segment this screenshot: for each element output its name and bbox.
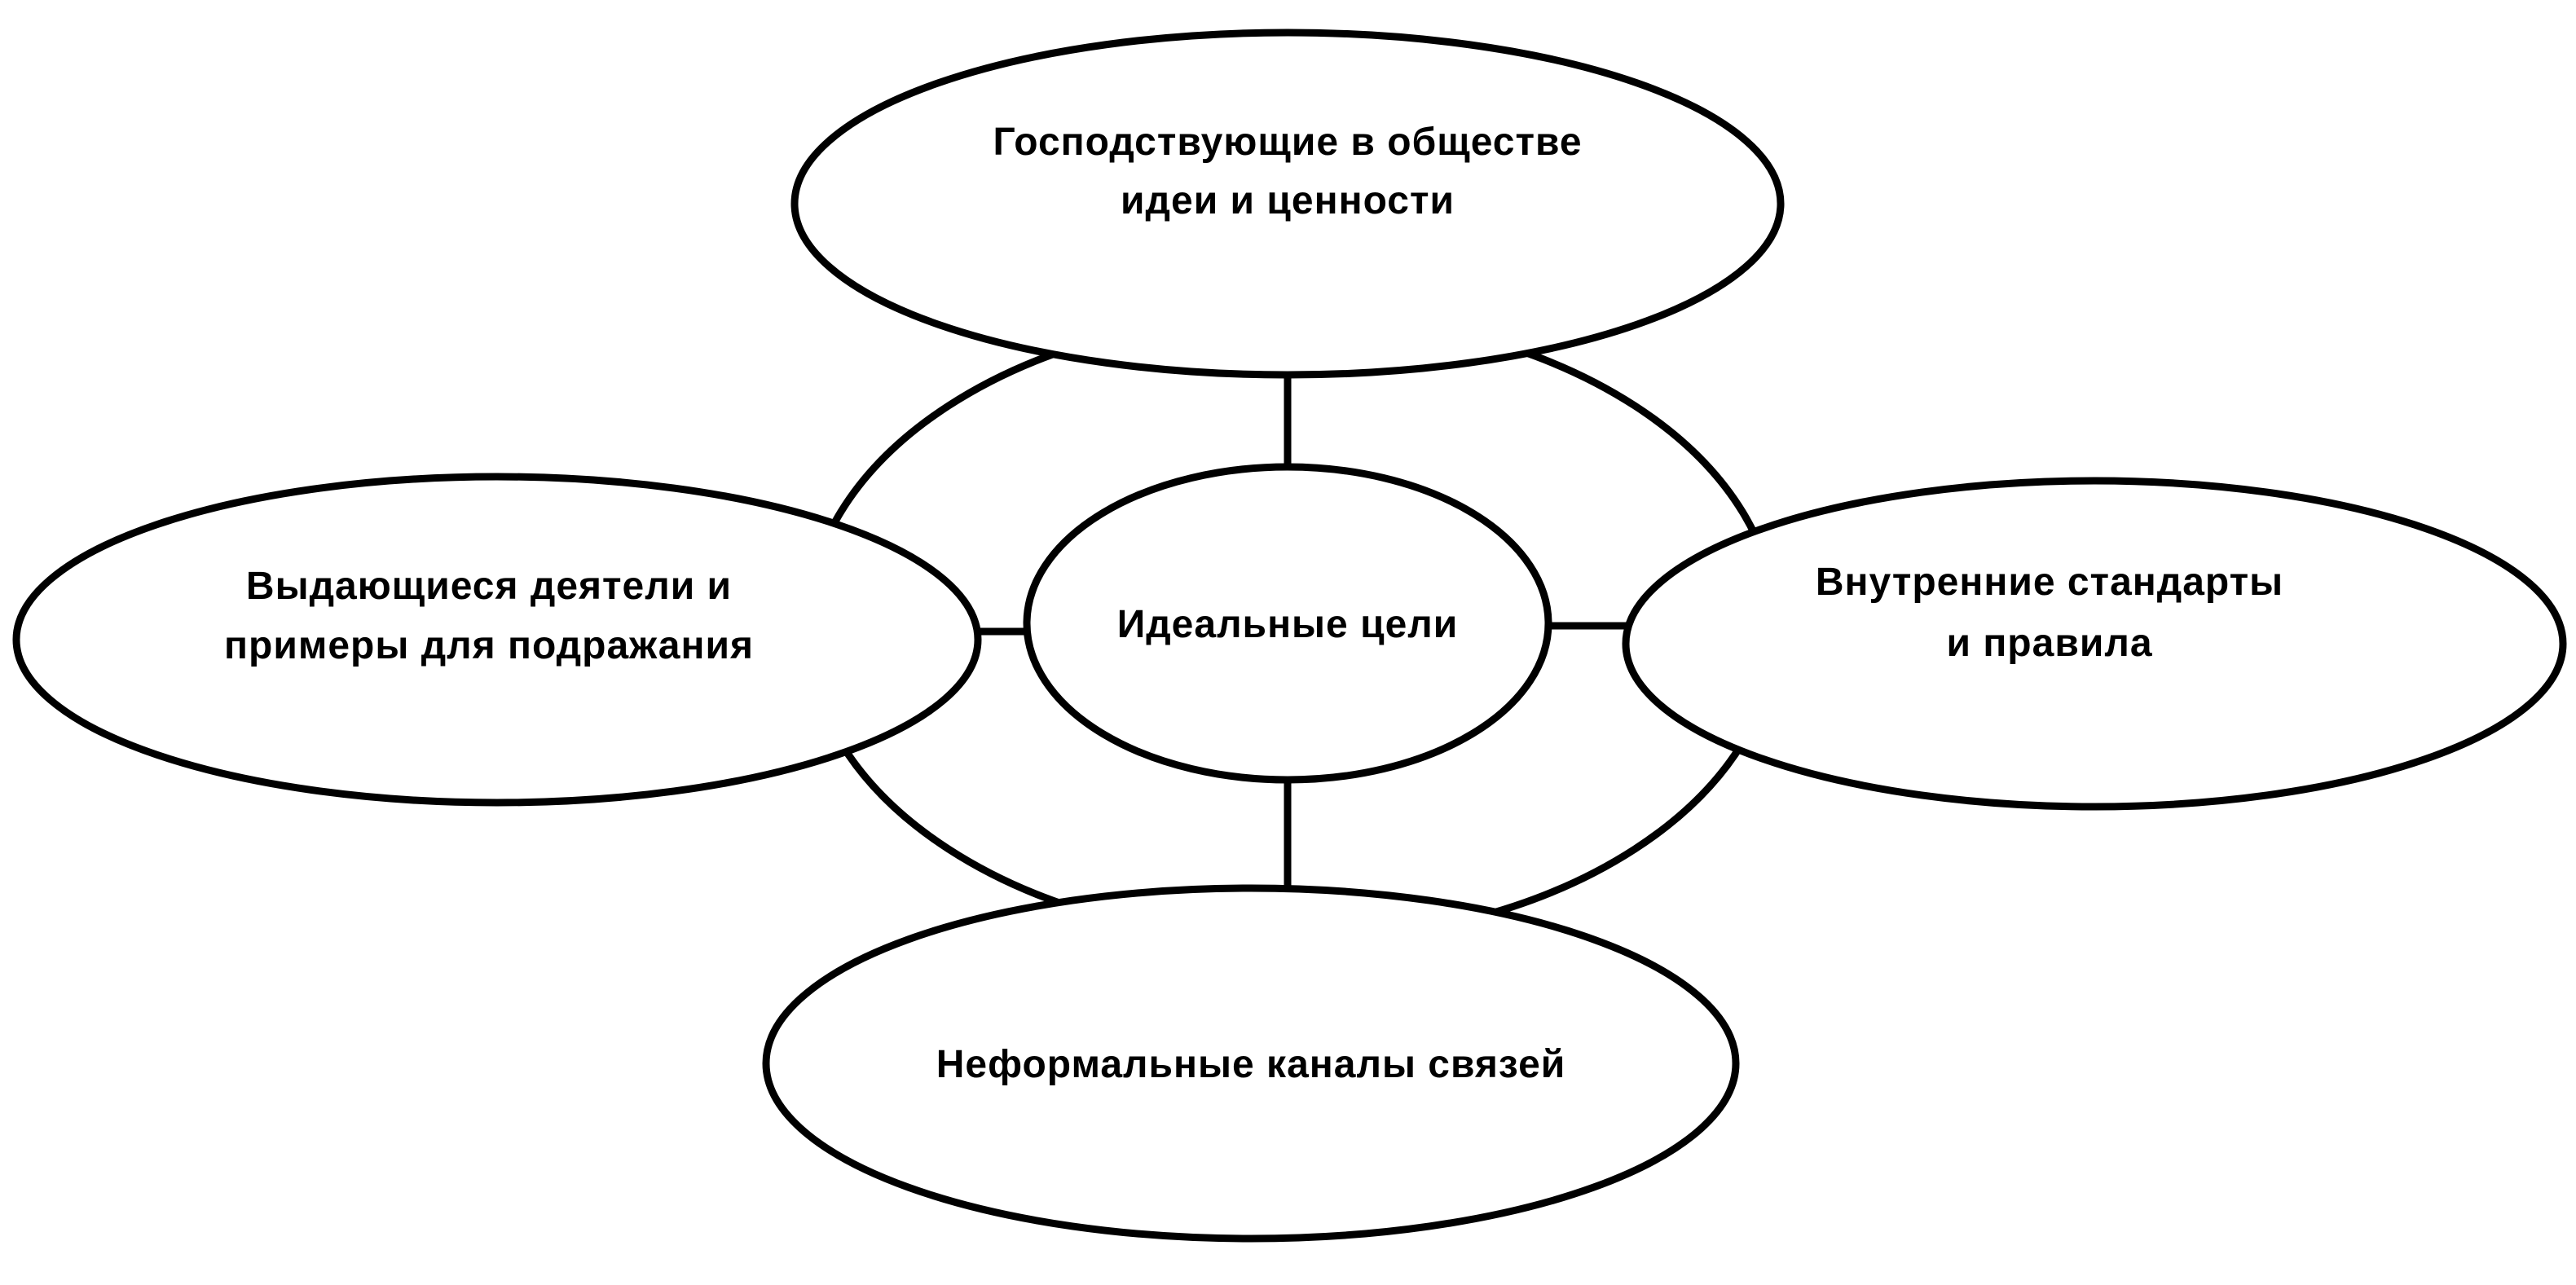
node-top-shape — [790, 29, 1785, 379]
node-top-label-line1: Господствующие в обществе — [993, 121, 1582, 164]
node-bottom-shape — [762, 884, 1740, 1243]
node-right-label-line1: Внутренние стандарты — [1816, 561, 2283, 604]
node-left-shape — [12, 473, 982, 807]
node-bottom: Неформальные каналы связей — [762, 884, 1740, 1243]
node-right-shape — [1622, 477, 2567, 811]
node-right-label-line2: и правила — [1946, 622, 2152, 665]
node-center-shape — [1023, 463, 1552, 784]
node-center: Идеальные цели — [1023, 463, 1552, 784]
node-left-label-line2: примеры для подражания — [224, 624, 754, 667]
node-top: Господствующие в обществе идеи и ценност… — [790, 29, 1785, 379]
node-right: Внутренние стандарты и правила — [1622, 477, 2567, 811]
node-bottom-label: Неформальные каналы связей — [936, 1043, 1566, 1086]
node-left: Выдающиеся деятели и примеры для подража… — [12, 473, 982, 807]
node-center-label: Идеальные цели — [1117, 603, 1459, 646]
node-left-label-line1: Выдающиеся деятели и — [246, 565, 732, 608]
node-top-label-line2: идеи и ценности — [1121, 179, 1455, 222]
